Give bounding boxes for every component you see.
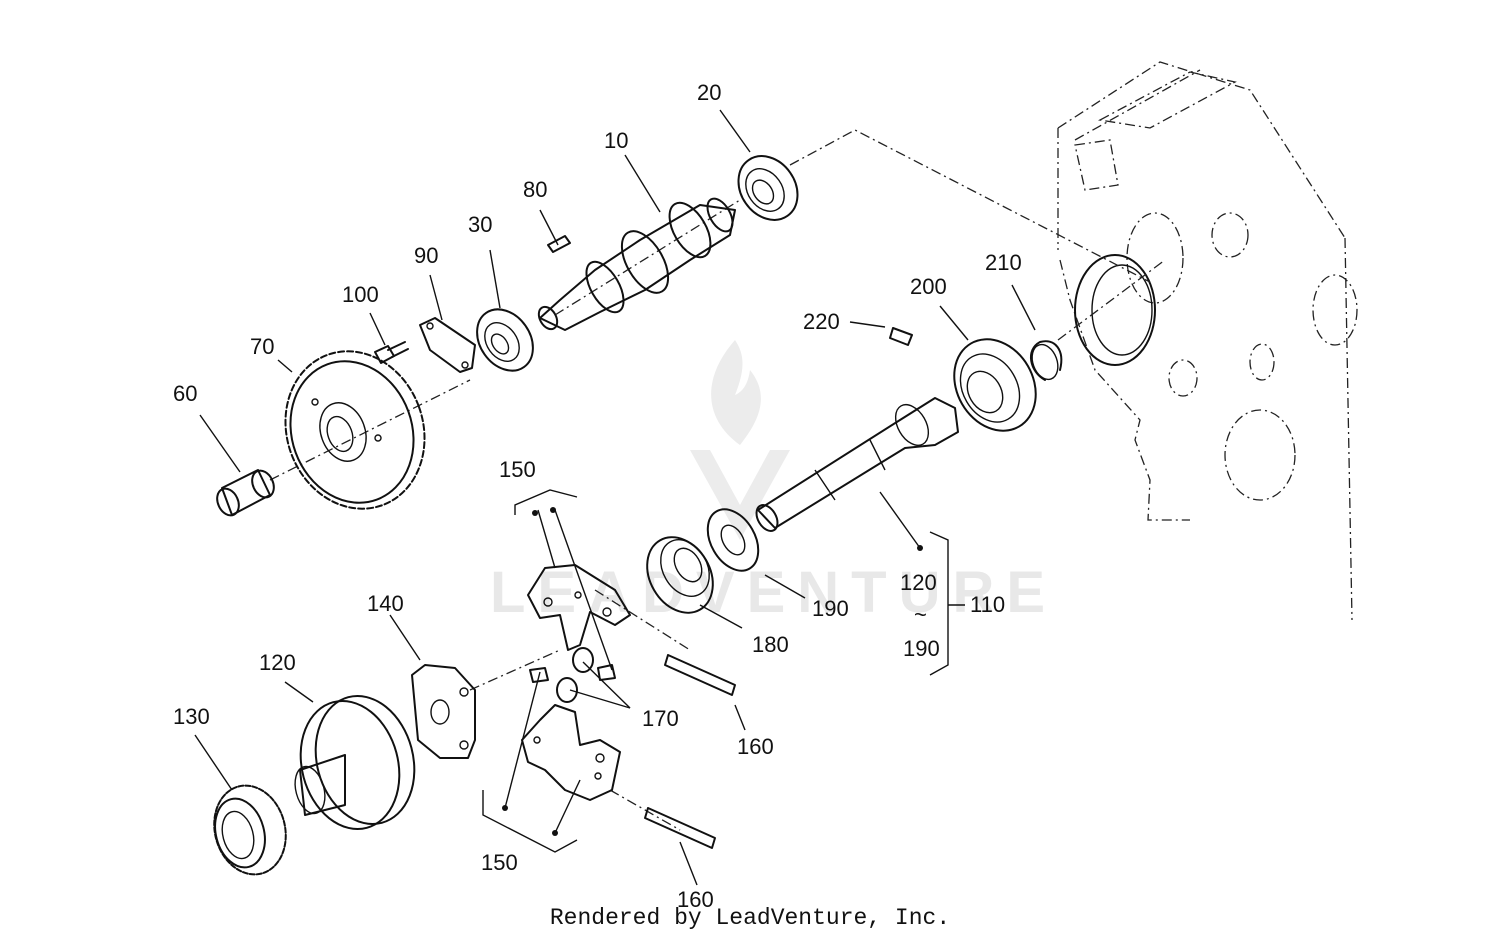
callout-100: 100 — [342, 282, 379, 307]
callout-90: 90 — [414, 243, 438, 268]
callout-180: 180 — [752, 632, 789, 657]
callout-70: 70 — [250, 334, 274, 359]
bracket-150-lower — [482, 790, 578, 853]
v-logo-icon — [690, 450, 790, 540]
bearing-20 — [737, 155, 799, 221]
washer-190 — [706, 508, 760, 572]
key-80 — [547, 235, 571, 253]
plate-90 — [419, 317, 476, 373]
watermark: LEADVENTURE — [490, 340, 1045, 625]
bracket-dots — [502, 507, 923, 836]
governor-shaft-110 — [755, 397, 959, 532]
callout-120-range: 120 — [900, 570, 937, 595]
callout-130: 130 — [173, 704, 210, 729]
callout-labels: 20 10 80 30 90 100 70 60 210 200 220 150… — [173, 80, 1022, 912]
callout-210: 210 — [985, 250, 1022, 275]
bearing-200 — [953, 338, 1037, 432]
callout-200: 200 — [910, 274, 947, 299]
callout-160-upper: 160 — [737, 734, 774, 759]
gear-130 — [213, 784, 287, 876]
plate-140 — [411, 664, 476, 759]
callout-range-tilde: ~ — [914, 602, 927, 627]
bracket-110 — [929, 531, 965, 676]
sleeve-180 — [646, 536, 714, 614]
weight-150-lower — [521, 704, 621, 801]
pin-160-lower — [644, 807, 716, 849]
gear-hub-120 — [294, 694, 416, 831]
centerlines — [269, 129, 1166, 831]
callout-30: 30 — [468, 212, 492, 237]
callout-150-lower: 150 — [481, 850, 518, 875]
pin-160-upper — [664, 654, 736, 696]
callout-20: 20 — [697, 80, 721, 105]
callout-160-lower: 160 — [677, 887, 714, 912]
collar-170 — [529, 647, 616, 703]
callout-80: 80 — [523, 177, 547, 202]
snap-ring-210 — [1030, 340, 1063, 381]
gear-70 — [284, 350, 426, 510]
bearing-30 — [476, 308, 534, 372]
callout-10: 10 — [604, 128, 628, 153]
bracket-150-upper — [514, 489, 578, 515]
bushing-60 — [216, 469, 275, 517]
callout-190-range: 190 — [903, 636, 940, 661]
leader-lines — [194, 109, 1036, 886]
engine-block — [1057, 61, 1358, 621]
callout-190: 190 — [812, 596, 849, 621]
callout-140: 140 — [367, 591, 404, 616]
weight-150-upper — [527, 564, 631, 651]
callout-60: 60 — [173, 381, 197, 406]
callout-150-upper: 150 — [499, 457, 536, 482]
flame-logo-icon — [711, 340, 761, 445]
callout-220: 220 — [803, 309, 840, 334]
footer-credit: Rendered by LeadVenture, Inc. — [549, 905, 951, 931]
screw-220 — [889, 327, 913, 346]
camshaft-10 — [537, 197, 736, 331]
callout-110: 110 — [970, 592, 1005, 617]
callout-170: 170 — [642, 706, 679, 731]
callout-120: 120 — [259, 650, 296, 675]
